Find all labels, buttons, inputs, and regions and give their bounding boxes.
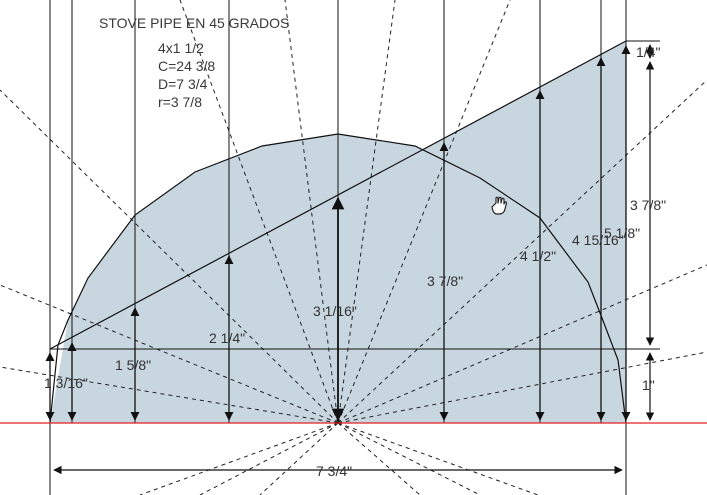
spec-line-4: r=3 7/8 bbox=[158, 94, 202, 110]
dim-label-5: 3 7/8" bbox=[427, 273, 463, 289]
dim-label-2: 1 5/8" bbox=[115, 357, 151, 373]
dim-label-1: 1 3/16" bbox=[44, 375, 88, 391]
dim-label-total-width: 7 3/4" bbox=[316, 463, 352, 479]
spec-line-3: D=7 3/4 bbox=[158, 76, 208, 92]
spec-line-2: C=24 3/8 bbox=[158, 58, 216, 74]
dim-label-4: 3 1/16" bbox=[313, 303, 357, 319]
dim-label-3: 2 1/4" bbox=[209, 330, 245, 346]
dim-label-right-bottom: 1" bbox=[642, 377, 655, 393]
dim-label-8: 5 1/8" bbox=[604, 225, 640, 241]
dim-label-6: 4 1/2" bbox=[520, 248, 556, 264]
cut-line bbox=[49, 40, 627, 350]
dim-label-7: 4 15/16" bbox=[572, 232, 624, 248]
shaded-upper-region bbox=[135, 41, 626, 423]
spec-line-1: 4x1 1/2 bbox=[158, 40, 204, 56]
dim-label-right-middle: 3 7/8" bbox=[630, 197, 666, 213]
hand-pointer-icon bbox=[491, 196, 508, 215]
diagram-title: STOVE PIPE EN 45 GRADOS bbox=[99, 15, 290, 31]
height-dimension-arrows bbox=[45, 45, 631, 422]
dim-label-right-top: 1/4" bbox=[636, 44, 660, 60]
